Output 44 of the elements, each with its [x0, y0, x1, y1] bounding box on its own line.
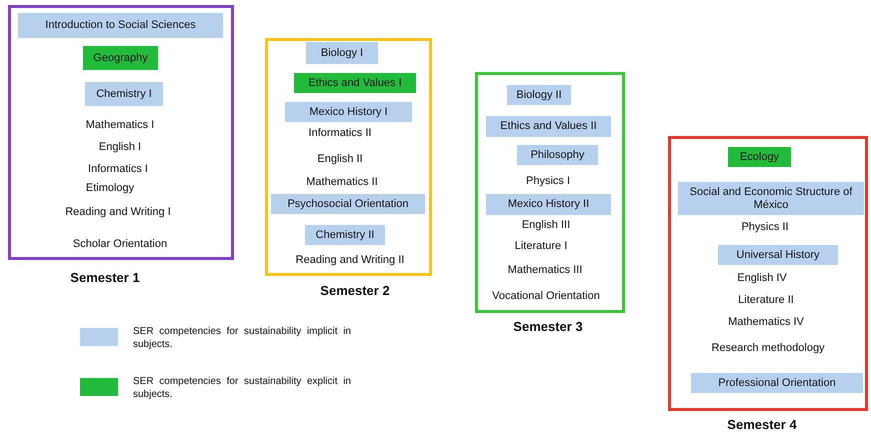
subject-highlight: Ethics and Values II [486, 116, 611, 137]
subject-highlight: Geography [83, 46, 158, 70]
subject-name: Informatics I [88, 163, 148, 175]
subject-name: Physics II [741, 221, 789, 233]
subject-name: Vocational Orientation [492, 290, 600, 302]
subject-highlight: Chemistry II [305, 225, 385, 245]
subject-highlight: Universal History [718, 245, 838, 265]
semester-frame [668, 136, 868, 411]
subject-highlight: Biology II [507, 85, 571, 105]
subject-name: Reading and Writing II [296, 254, 404, 266]
semester-frame [265, 38, 432, 276]
subject-highlight: Chemistry I [85, 82, 163, 106]
subject-name: Mathematics II [306, 176, 378, 188]
subject-highlight: Professional Orientation [691, 373, 863, 393]
subject-highlight: Mexico History I [285, 102, 412, 122]
subject-name: Physics I [526, 175, 570, 187]
subject-name: Reading and Writing I [65, 206, 171, 218]
semester-frame [475, 72, 625, 313]
subject-highlight: Ecology [728, 147, 791, 167]
subject-name: Scholar Orientation [72, 238, 168, 250]
subject-highlight: Social and Economic Structure of México [678, 182, 864, 215]
subject-name: English I [98, 141, 142, 153]
subject-name: Mathematics III [508, 264, 582, 276]
subject-name: Research methodology [711, 342, 825, 354]
legend-text: SER competencies for sustainability explicit in subjects. [133, 375, 351, 401]
semester-caption: Semester 4 [727, 417, 797, 432]
subject-highlight: Ethics and Values I [294, 73, 416, 93]
subject-name: Literature II [738, 294, 794, 306]
subject-highlight: Philosophy [517, 145, 598, 165]
subject-name: Literature I [514, 240, 568, 252]
subject-name: English II [317, 153, 363, 165]
subject-name: Informatics II [308, 127, 372, 139]
subject-highlight: Introduction to Social Sciences [18, 13, 223, 38]
subject-highlight: Mexico History II [486, 194, 611, 215]
semester-caption: Semester 3 [513, 319, 583, 334]
semester-caption: Semester 1 [70, 270, 140, 285]
semester-frame [8, 5, 234, 260]
subject-name: Mathematics IV [728, 316, 804, 328]
semester-caption: Semester 2 [320, 283, 390, 298]
subject-highlight: Psychosocial Orientation [271, 194, 425, 214]
subject-highlight: Biology I [306, 42, 378, 64]
subject-name: Mathematics I [86, 119, 154, 131]
subject-name: Etimology [86, 182, 134, 194]
legend-text: SER competencies for sustainability implicit in subjects. [133, 325, 351, 351]
